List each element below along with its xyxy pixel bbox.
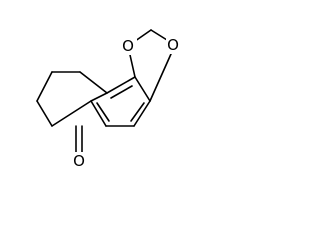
bond-c9a-c3a — [134, 76, 151, 102]
bond-c8b-c9 — [79, 71, 108, 94]
aromatic-ring — [90, 76, 151, 127]
chemical-structure-diagram: O O O — [36, 29, 180, 170]
bond-c5a-c8b — [90, 92, 108, 102]
atom-mask-carbonyl-o — [70, 152, 88, 170]
bond-c6-c5a — [51, 100, 92, 127]
oxygen-label-carbonyl: O — [73, 152, 85, 170]
double-bond-inner-2 — [130, 102, 145, 122]
bond-o3-c3a — [149, 44, 176, 102]
bond-c8b-c9a — [106, 76, 136, 94]
oxygen-label-dioxole-right: O — [167, 36, 179, 54]
double-bond-inner-1 — [110, 85, 133, 99]
atom-labels: O O O — [70, 36, 180, 170]
double-bond-inner-3 — [96, 102, 110, 122]
atom-mask-o1 — [119, 37, 137, 55]
oxygen-label-dioxole-top: O — [122, 37, 134, 55]
cyclohexanone-ring — [36, 71, 108, 127]
bond-c5-c5a — [90, 100, 107, 127]
carbonyl-group — [75, 125, 83, 153]
bond-c7-c6 — [36, 100, 53, 127]
bond-c8-c7 — [36, 71, 53, 102]
bond-c3a-c4 — [133, 100, 151, 127]
atom-mask-o3 — [166, 36, 180, 54]
